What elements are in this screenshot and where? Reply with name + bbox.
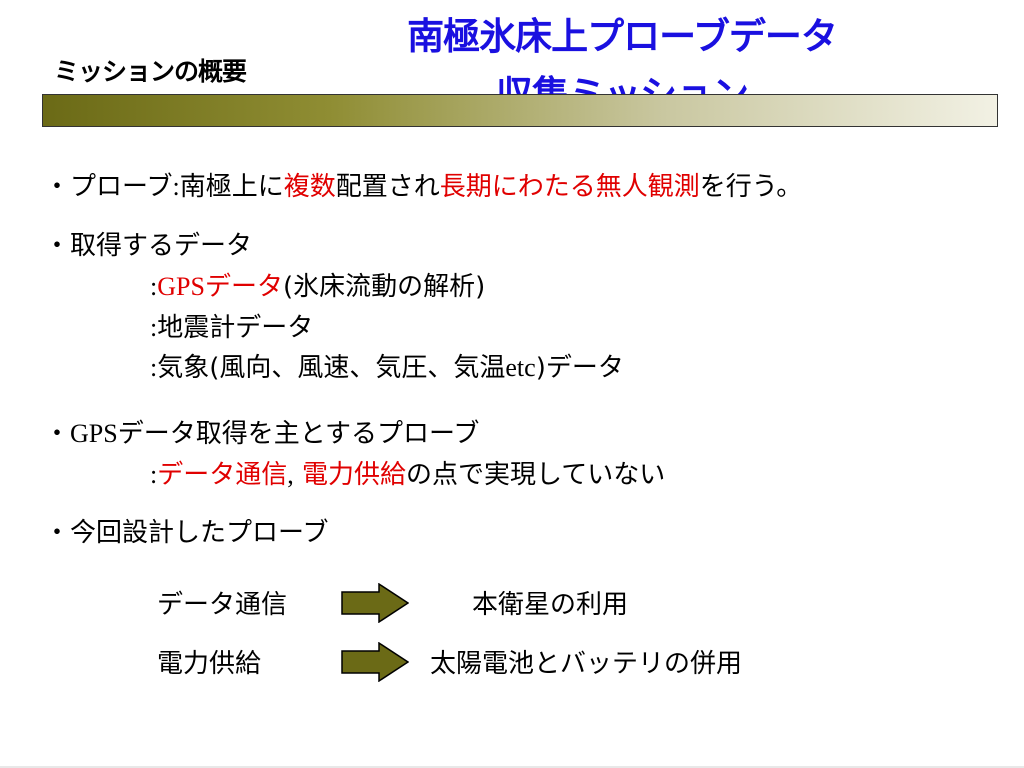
bullet-marker: ・ <box>44 231 71 261</box>
mapping-to-satellite: 本衛星の利用 <box>472 590 629 620</box>
bullet-acquired-data: ・取得するデータ <box>44 231 253 261</box>
bullet-gps-probe: ・GPSデータ取得を主とするプローブ <box>44 419 480 449</box>
emphasis-power-supply: 電力供給 <box>302 460 407 490</box>
slide-title-line1: 南極氷床上プローブデータ <box>407 15 838 58</box>
mapping-from-data-comm: データ通信 <box>157 590 288 620</box>
gps-probe-limitation: :データ通信, 電力供給の点で実現していない <box>150 460 666 490</box>
emphasis-multiple: 複数 <box>283 172 336 202</box>
bullet-probe-description: ・プローブ:南極上に複数配置され長期にわたる無人観測を行う。 <box>44 172 803 202</box>
emphasis-data-comm: データ通信 <box>157 460 288 490</box>
mapping-from-power: 電力供給 <box>157 649 262 679</box>
emphasis-long-term: 長期にわたる無人観測 <box>439 172 700 202</box>
section-label: ミッションの概要 <box>54 57 247 86</box>
data-item-weather: :気象(風向、風速、気圧、気温etc)データ <box>150 353 624 383</box>
right-arrow-icon <box>341 642 409 682</box>
bullet-marker: ・ <box>44 518 71 548</box>
bullet-marker: ・ <box>44 419 71 449</box>
bullet-marker: ・ <box>44 172 71 202</box>
right-arrow-icon <box>341 583 409 623</box>
header-gradient-bar <box>42 94 998 127</box>
data-item-gps: :GPSデータ(氷床流動の解析) <box>150 272 486 302</box>
bullet-designed-probe: ・今回設計したプローブ <box>44 518 329 548</box>
footer-divider <box>0 766 1024 768</box>
mapping-to-solar-battery: 太陽電池とバッテリの併用 <box>430 649 743 679</box>
data-item-seismometer: :地震計データ <box>150 313 314 343</box>
